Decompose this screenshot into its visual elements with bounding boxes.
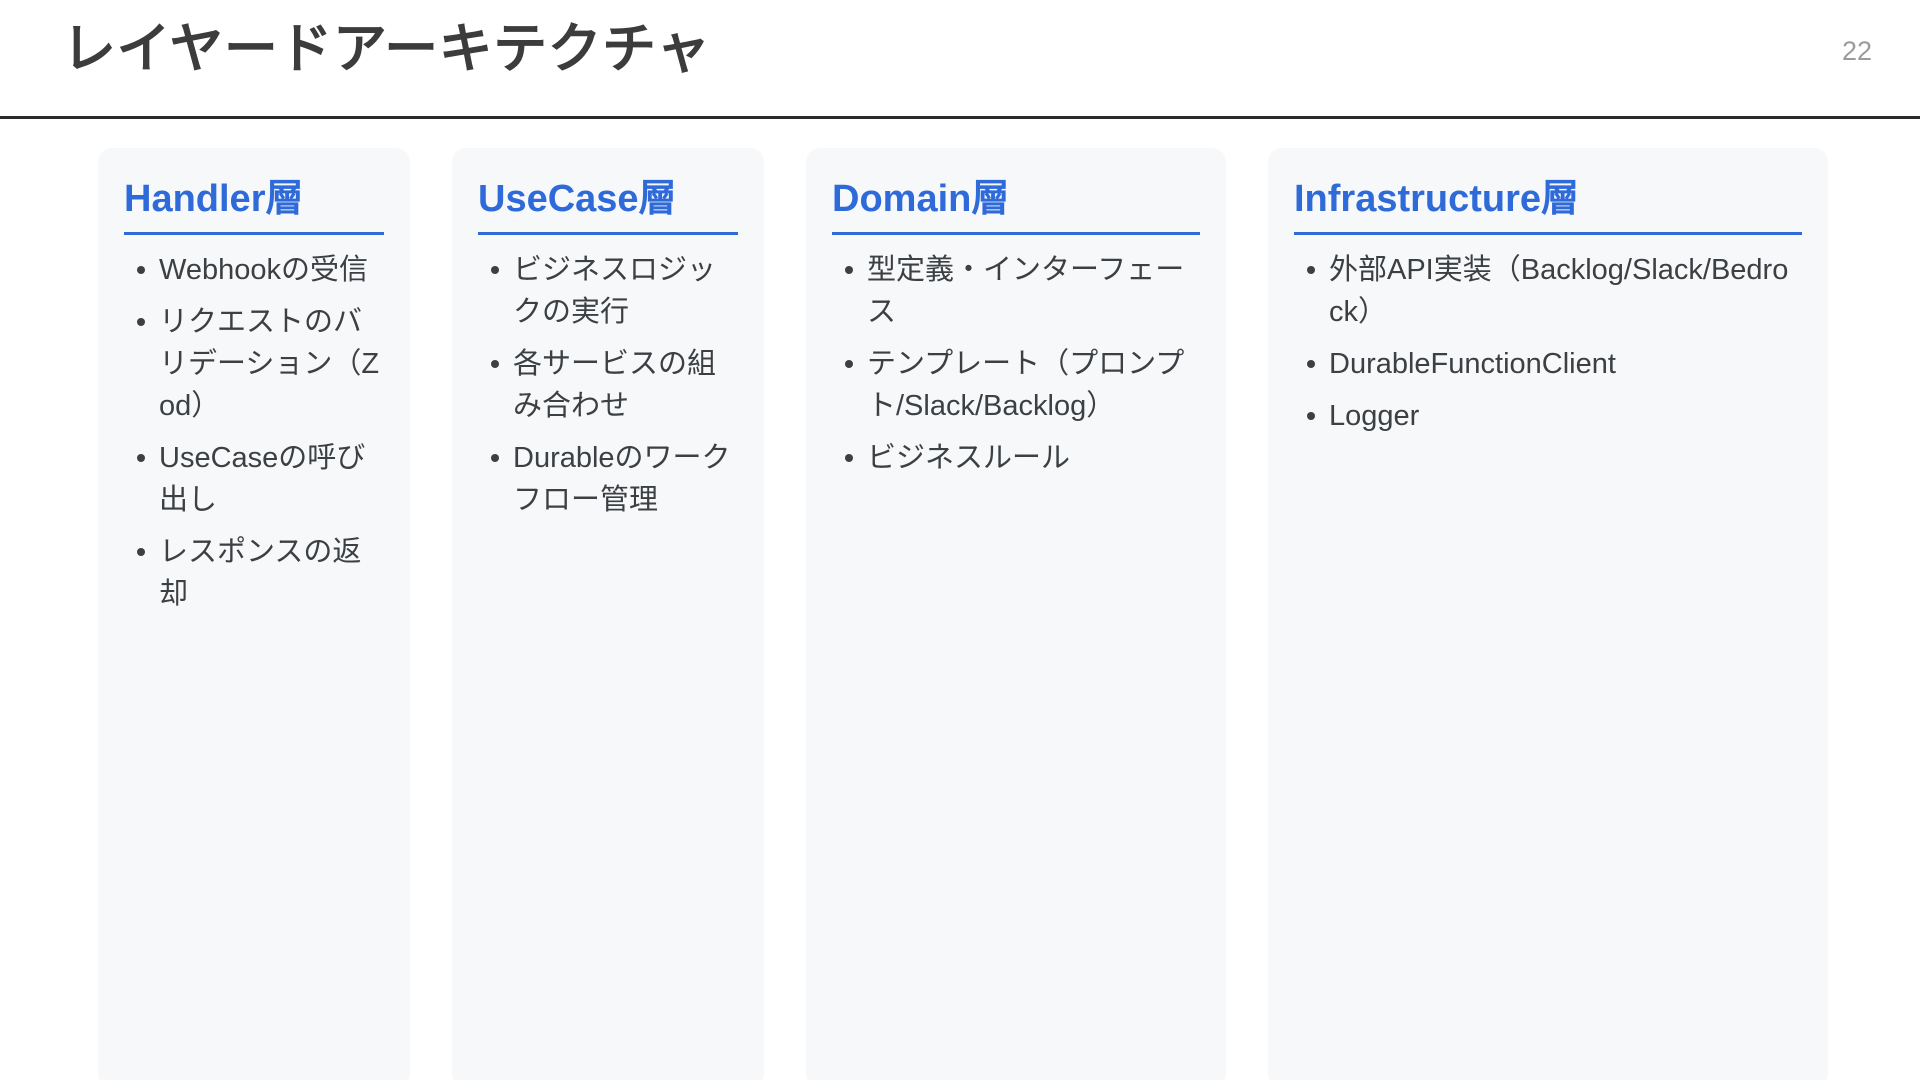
list-item: 外部API実装（Backlog/Slack/Bedrock） [1294, 249, 1802, 333]
layer-card-usecase: UseCase層 ビジネスロジックの実行 各サービスの組み合わせ Durable… [452, 148, 764, 1080]
list-item: テンプレート（プロンプト/Slack/Backlog） [832, 343, 1200, 427]
list-item: リクエストのバリデーション（Zod） [124, 301, 384, 427]
list-item: Logger [1294, 395, 1802, 437]
page-title: レイヤードアーキテクチャ [62, 19, 711, 79]
layer-card-title: Domain層 [832, 178, 1200, 235]
layer-card-title: Infrastructure層 [1294, 178, 1802, 235]
slide-header: レイヤードアーキテクチャ 22 [0, 0, 1920, 119]
list-item: UseCaseの呼び出し [124, 437, 384, 521]
layer-card-title: Handler層 [124, 178, 384, 235]
list-item: 型定義・インターフェース [832, 249, 1200, 333]
list-item: ビジネスルール [832, 437, 1200, 479]
list-item: Webhookの受信 [124, 249, 384, 291]
list-item: ビジネスロジックの実行 [478, 249, 738, 333]
layer-card-infrastructure: Infrastructure層 外部API実装（Backlog/Slack/Be… [1268, 148, 1828, 1080]
list-item: レスポンスの返却 [124, 531, 384, 615]
layer-card-list: 外部API実装（Backlog/Slack/Bedrock） DurableFu… [1294, 249, 1802, 437]
layer-card-handler: Handler層 Webhookの受信 リクエストのバリデーション（Zod） U… [98, 148, 410, 1080]
list-item: 各サービスの組み合わせ [478, 343, 738, 427]
layer-card-list: ビジネスロジックの実行 各サービスの組み合わせ Durableのワークフロー管理 [478, 249, 738, 521]
page-number: 22 [1841, 36, 1872, 66]
list-item: DurableFunctionClient [1294, 343, 1802, 385]
layer-card-title: UseCase層 [478, 178, 738, 235]
layer-card-list: 型定義・インターフェース テンプレート（プロンプト/Slack/Backlog）… [832, 249, 1200, 479]
layer-card-grid: Handler層 Webhookの受信 リクエストのバリデーション（Zod） U… [98, 148, 1828, 1080]
list-item: Durableのワークフロー管理 [478, 437, 738, 521]
layer-card-list: Webhookの受信 リクエストのバリデーション（Zod） UseCaseの呼び… [124, 249, 384, 615]
layer-card-domain: Domain層 型定義・インターフェース テンプレート（プロンプト/Slack/… [806, 148, 1226, 1080]
